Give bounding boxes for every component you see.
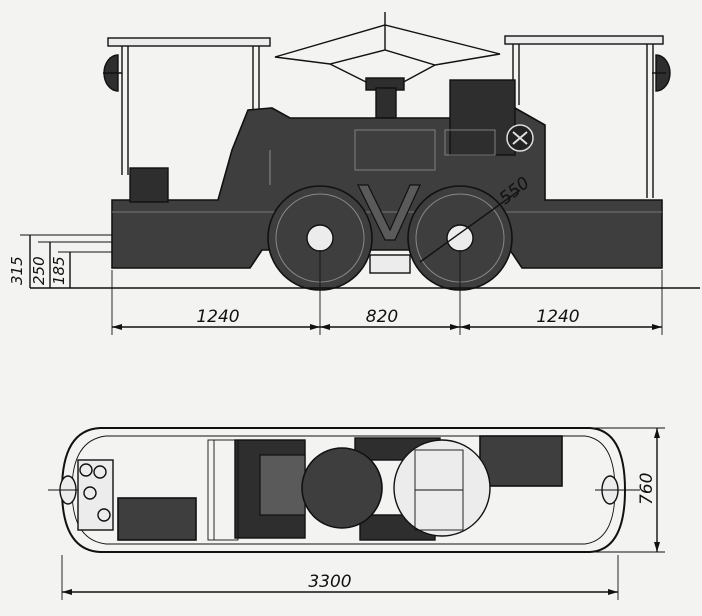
motor-left bbox=[301, 447, 383, 529]
dim-height-315: 315 bbox=[8, 256, 26, 285]
dim-overhang-left: 1240 bbox=[196, 307, 239, 327]
equipment-box bbox=[449, 79, 516, 156]
right-canopy-roof bbox=[504, 35, 664, 45]
dim-height-185: 185 bbox=[50, 256, 68, 285]
battery-box bbox=[117, 497, 197, 541]
dim-overall-length: 3300 bbox=[308, 572, 351, 592]
controller-box bbox=[129, 167, 169, 203]
dim-axle-spacing: 820 bbox=[366, 307, 398, 327]
height-dimensions: 315 250 185 bbox=[8, 234, 112, 288]
pantograph-icon bbox=[274, 12, 501, 119]
logo-emblem-icon bbox=[506, 124, 534, 152]
headlamp-icon bbox=[652, 54, 671, 92]
plan-view: 3300 760 bbox=[48, 427, 665, 600]
transformer-block bbox=[479, 435, 563, 487]
locomotive-body bbox=[111, 107, 663, 269]
side-elevation: 550 315 250 185 1240 820 1240 bbox=[8, 12, 700, 335]
motor-right bbox=[393, 439, 491, 537]
dim-overhang-right: 1240 bbox=[536, 307, 579, 327]
dim-overall-width: 760 bbox=[637, 473, 657, 505]
dim-height-250: 250 bbox=[30, 256, 48, 285]
length-dimension-chain: 1240 820 1240 bbox=[111, 250, 663, 335]
left-canopy-roof bbox=[107, 37, 271, 47]
headlamp-icon bbox=[103, 54, 122, 92]
